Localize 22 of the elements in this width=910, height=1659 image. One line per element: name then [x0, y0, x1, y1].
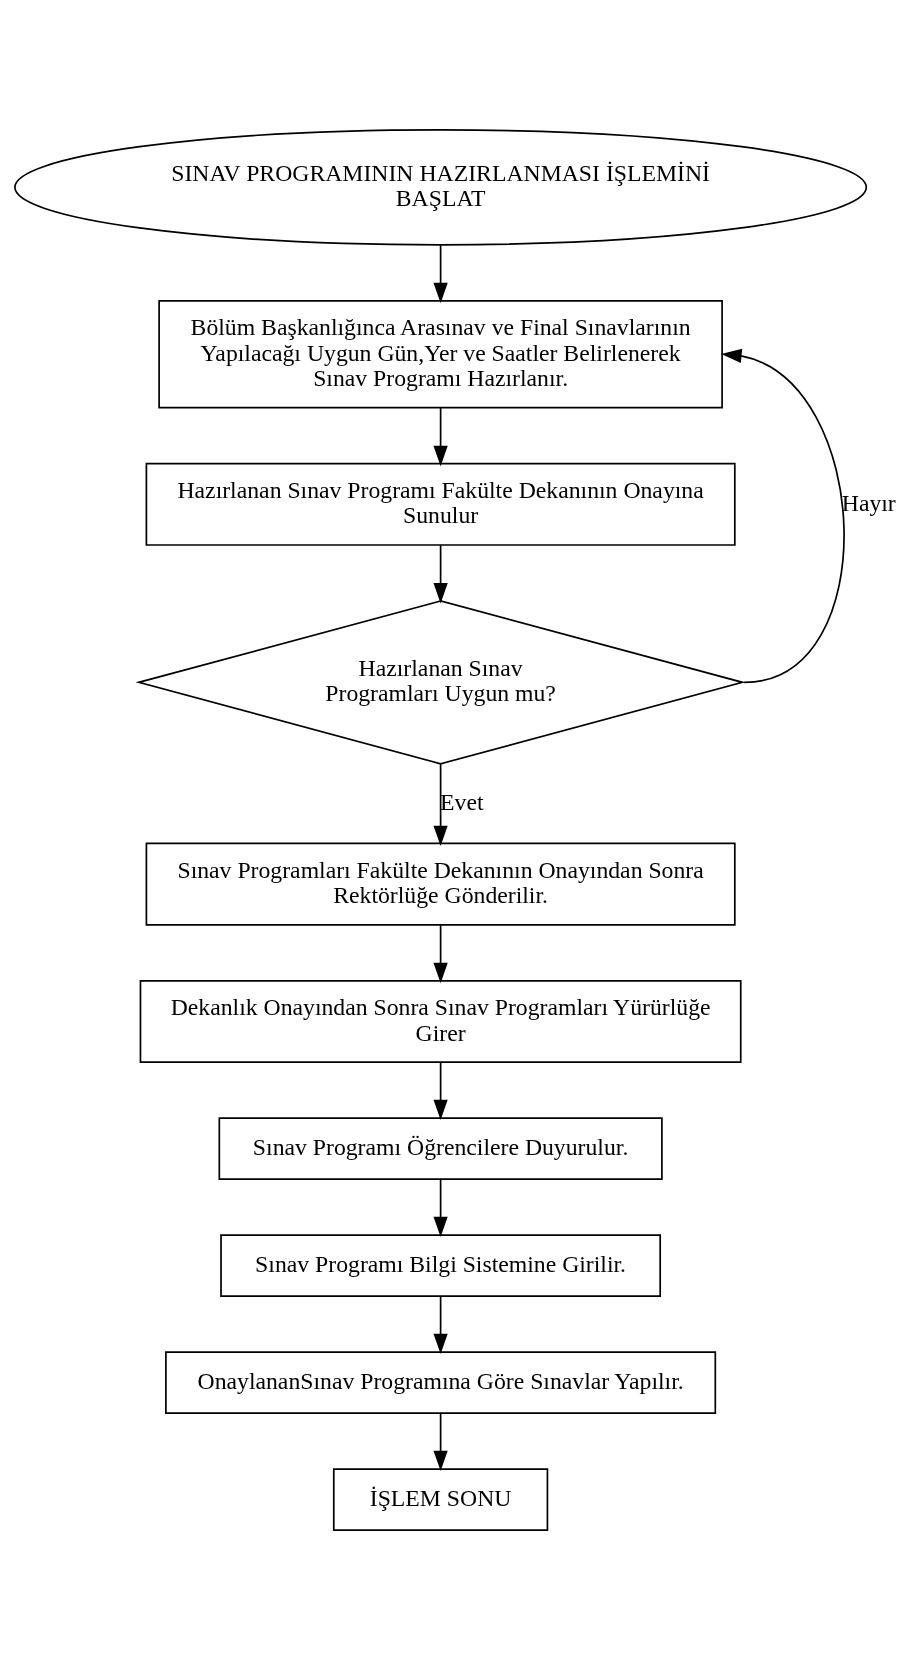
edge-label: Hayır: [841, 489, 896, 516]
edge-label: Evet: [440, 788, 484, 815]
arrow: [433, 762, 448, 846]
arrow: [721, 348, 845, 683]
node-box: Bölüm Başkanlığınca Arasınav ve Final Sınavlarının Yapılacağı Uygun Gün,Yer ve Saatler Belirlenerek Sınav Programı Hazırlanır.: [158, 299, 723, 409]
node-diamond: Hazırlanan Sınav Programları Uygun mu?: [135, 599, 746, 765]
arrow: [433, 1178, 448, 1237]
node-box: Sınav Programı Öğrencilere Duyurulur.: [218, 1116, 663, 1180]
node-box: OnaylananSınav Programına Göre Sınavlar Yapılır.: [165, 1350, 717, 1414]
arrow: [433, 406, 448, 466]
arrow: [433, 543, 448, 603]
arrow: [433, 1061, 448, 1120]
node-box: Dekanlık Onayından Sonra Sınav Programları Yürürlüğe Girer: [139, 979, 742, 1063]
arrow: [433, 924, 448, 983]
arrow: [433, 1412, 448, 1471]
node-ellipse: SINAV PROGRAMININ HAZIRLANMASI İŞLEMİNİ BAŞLAT: [14, 128, 868, 246]
arrow: [433, 243, 448, 303]
node-box: Sınav Programları Fakülte Dekanının Onayından Sonra Rektörlüğe Gönderilir.: [145, 842, 736, 926]
node-box: Sınav Programı Bilgi Sistemine Girilir.: [220, 1233, 662, 1297]
node-box: Hazırlanan Sınav Programı Fakülte Dekanının Onayına Sunulur: [145, 462, 736, 546]
node-box: İŞLEM SONU: [332, 1467, 549, 1531]
arrow: [433, 1295, 448, 1354]
